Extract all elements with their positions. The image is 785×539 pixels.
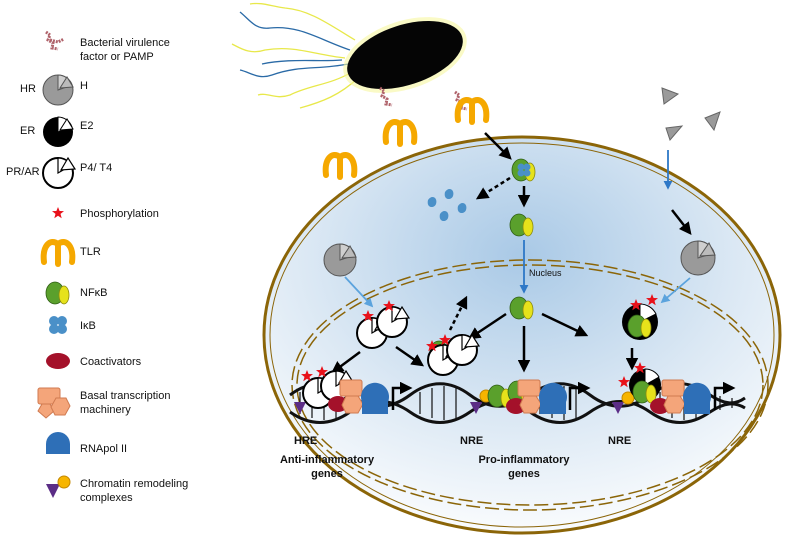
legend-label-h: H (80, 80, 88, 92)
nucleus-label: Nucleus (529, 268, 562, 278)
tlr-receptor-icon (44, 242, 73, 264)
bacterium (231, 2, 469, 111)
released-ikb (427, 189, 467, 222)
er-nfkb-complex-upper (622, 294, 658, 340)
progesterone-androgen-receptor-icon (42, 157, 76, 189)
hre-transcription-complex (294, 366, 413, 414)
legend-label-virulence-2: factor or PAMP (80, 51, 154, 63)
nuclear-envelope (291, 259, 769, 511)
hormone-ligands (661, 87, 721, 141)
hormone-receptor-cytoplasm-right (680, 240, 716, 276)
legend-label-tlr: TLR (80, 246, 101, 258)
nre-transcription-complex-right (612, 362, 736, 414)
hormone-receptor-icon (42, 74, 74, 106)
legend-label-basal-2: machinery (80, 404, 131, 416)
label-pro-inflammatory-1: Pro-inflammatory (478, 454, 570, 466)
estrogen-receptor-icon (43, 116, 74, 147)
legend-label-basal-1: Basal transcription (80, 390, 171, 402)
label-nre-right: NRE (608, 435, 631, 447)
coactivator-icon (46, 353, 70, 369)
hormone-receptor-cytoplasm-left (323, 243, 357, 277)
phosphorylation-star-icon (52, 207, 64, 219)
legend-label-p4-t4: P4/ T4 (80, 162, 112, 174)
nfkb-ikb-complex (511, 158, 536, 182)
chromatin-remodeling-icon (46, 475, 71, 498)
legend-label-e2: E2 (80, 120, 93, 132)
label-anti-inflammatory-1: Anti-inflammatory (280, 454, 375, 466)
legend-label-remodeling-1: Chromatin remodeling (80, 478, 188, 490)
legend-label-nfkb: NFκB (80, 287, 108, 299)
legend: Bacterial virulence factor or PAMP HR H … (6, 30, 188, 504)
side-label-hr: HR (20, 83, 36, 95)
legend-label-remodeling-2: complexes (80, 492, 133, 504)
legend-label-ikb: IκB (80, 320, 96, 332)
nre-transcription-complex-middle (470, 379, 591, 414)
label-pro-inflammatory-2: genes (508, 468, 540, 480)
side-label-er: ER (20, 125, 35, 137)
side-label-pr-ar: PR/AR (6, 166, 40, 178)
rnapol-icon (46, 432, 70, 454)
cell-membrane (262, 135, 782, 535)
legend-label-coactivators: Coactivators (80, 356, 142, 368)
legend-label-phosphorylation: Phosphorylation (80, 208, 159, 220)
legend-label-virulence-1: Bacterial virulence (80, 37, 170, 49)
ikb-icon (49, 316, 67, 334)
basal-transcription-icon (37, 387, 71, 419)
flagella (231, 2, 359, 109)
bacterial-virulence-icon (44, 30, 65, 51)
nfkb-icon (45, 281, 70, 305)
label-hre: HRE (294, 435, 317, 447)
label-anti-inflammatory-2: genes (311, 468, 343, 480)
legend-label-rnapol: RNApol II (80, 443, 127, 455)
label-nre-middle: NRE (460, 435, 483, 447)
